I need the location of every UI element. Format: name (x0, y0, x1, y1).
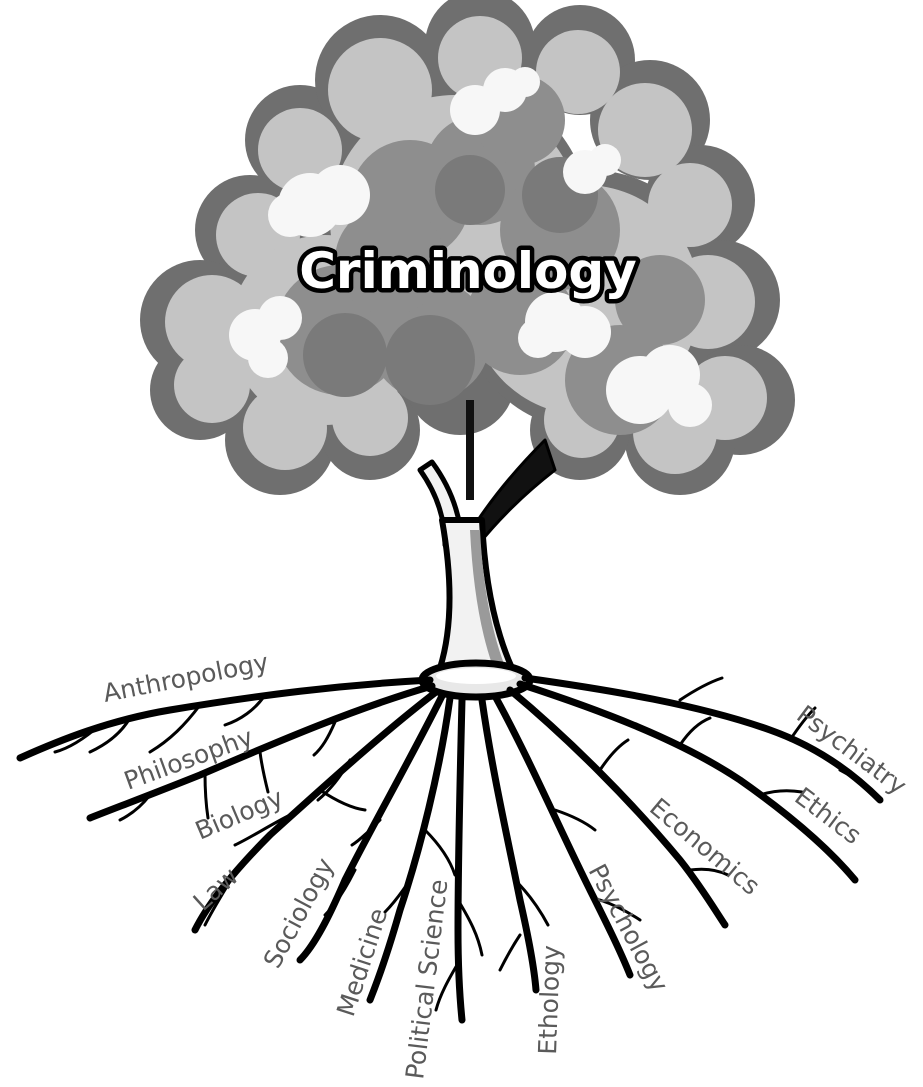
root-label-ethology: Ethology (533, 944, 566, 1055)
root-label-economics: Economics (644, 792, 765, 900)
tree-title: Criminology Criminology (299, 242, 637, 300)
root-label-political-science: Political Science (400, 878, 453, 1081)
title-text: Criminology (299, 242, 637, 300)
root-label-ethics: Ethics (789, 782, 866, 850)
tree-roots (20, 678, 880, 1020)
